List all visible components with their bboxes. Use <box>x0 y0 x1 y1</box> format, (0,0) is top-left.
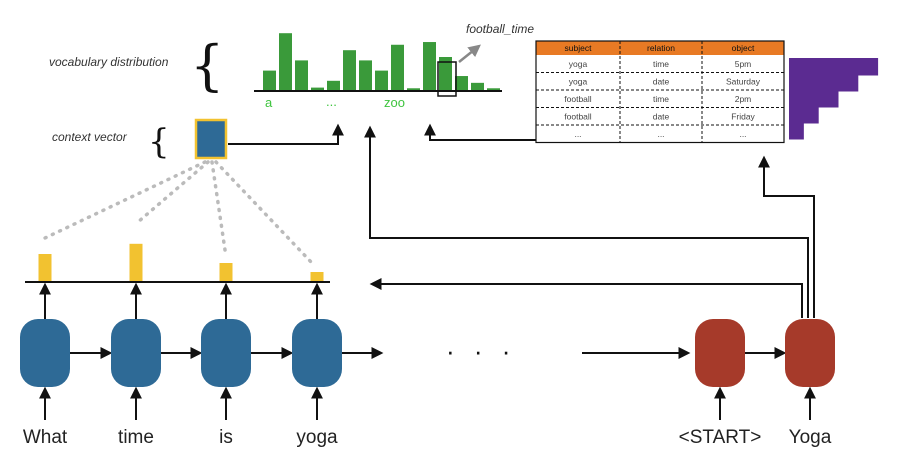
decoder: <START> Yoga <box>679 319 835 448</box>
decoder-cell <box>695 319 745 387</box>
vocab-bar <box>295 60 308 91</box>
vocab-bar <box>279 33 292 91</box>
attention-dotted-lines <box>43 160 314 265</box>
vocab-bar <box>263 70 276 91</box>
table-cell: Saturday <box>726 76 761 86</box>
vocab-bar <box>487 88 500 91</box>
football-time-label: football_time <box>466 22 534 36</box>
vocab-bar <box>455 76 468 91</box>
table-border <box>535 40 785 144</box>
vocab-bar <box>407 88 420 91</box>
attention-bar <box>310 272 324 281</box>
context-vector-arrow <box>228 123 344 145</box>
vocabulary-distribution-brace: { <box>190 34 224 97</box>
table-distribution-bar <box>789 58 879 76</box>
attention-bar <box>129 243 143 281</box>
vocab-distribution-bars <box>263 33 500 91</box>
table-cell: yoga <box>569 59 588 69</box>
context-vector-box <box>194 118 228 160</box>
table-to-output-arrow <box>424 123 536 141</box>
decoder-cell <box>785 319 835 387</box>
table-header-background <box>536 41 784 55</box>
encoder-cell <box>292 319 342 387</box>
encoder-cell <box>111 319 161 387</box>
decoder-to-vocab-arrow <box>364 125 809 318</box>
attention-weight-bars <box>38 243 324 281</box>
table-cell: ... <box>574 129 581 139</box>
vocab-bar <box>311 87 324 91</box>
encoder-word: is <box>219 427 233 448</box>
encoder: What time is yoga <box>20 282 384 448</box>
attention-bar <box>219 263 233 281</box>
football-time-pointer-arrow <box>458 44 481 63</box>
vocab-bar <box>343 50 356 91</box>
table-cell: 5pm <box>735 59 752 69</box>
table-cell: time <box>653 59 669 69</box>
table-distribution-bar <box>789 106 819 124</box>
encoder-cell <box>20 319 70 387</box>
table-header-cell: relation <box>647 43 675 53</box>
context-vector-brace: { <box>148 122 170 162</box>
context-vector-label: context vector <box>52 130 128 144</box>
table-distribution-bar <box>789 74 859 92</box>
table-cell: 2pm <box>735 94 752 104</box>
vocab-bar <box>327 80 340 91</box>
table-distribution-bar <box>789 122 804 140</box>
knowledge-base-table: subject relation object yoga time 5pm yoga date… <box>535 40 785 144</box>
vocab-bar <box>471 82 484 91</box>
table-cell: football <box>564 111 592 121</box>
table-distribution <box>789 58 879 140</box>
table-header-cell: subject <box>565 43 593 53</box>
vocab-bar <box>375 70 388 91</box>
table-cell: ... <box>739 129 746 139</box>
decoder-word: Yoga <box>789 427 832 448</box>
vocab-bar <box>359 60 372 91</box>
vocab-label-a: a <box>265 95 273 110</box>
decoder-to-attention-arrow <box>369 278 803 318</box>
encoder-word: What <box>23 427 68 448</box>
sequence-ellipsis: · · · <box>446 336 516 366</box>
vocab-bar <box>439 57 452 91</box>
table-cell: yoga <box>569 76 588 86</box>
table-cell: ... <box>657 129 664 139</box>
vocabulary-distribution-label: vocabulary distribution <box>49 55 169 69</box>
table-cell: Friday <box>731 111 755 121</box>
vocab-label-zoo: zoo <box>384 95 405 110</box>
vocab-bar <box>391 44 404 91</box>
encoder-word: yoga <box>296 427 338 448</box>
football-time-highlight-box <box>437 61 457 97</box>
vocab-bar <box>423 42 436 91</box>
attention-bar <box>38 254 52 281</box>
encoder-word: time <box>118 427 154 448</box>
vocab-label-ellipsis: ... <box>326 94 337 109</box>
table-cell: football <box>564 94 592 104</box>
table-cell: date <box>653 111 670 121</box>
table-header-cell: object <box>732 43 755 53</box>
table-cell: time <box>653 94 669 104</box>
table-distribution-bar <box>789 90 839 108</box>
decoder-to-table-arrow <box>758 155 815 318</box>
decoder-word: <START> <box>679 427 762 448</box>
table-cell: date <box>653 76 670 86</box>
encoder-cell <box>201 319 251 387</box>
